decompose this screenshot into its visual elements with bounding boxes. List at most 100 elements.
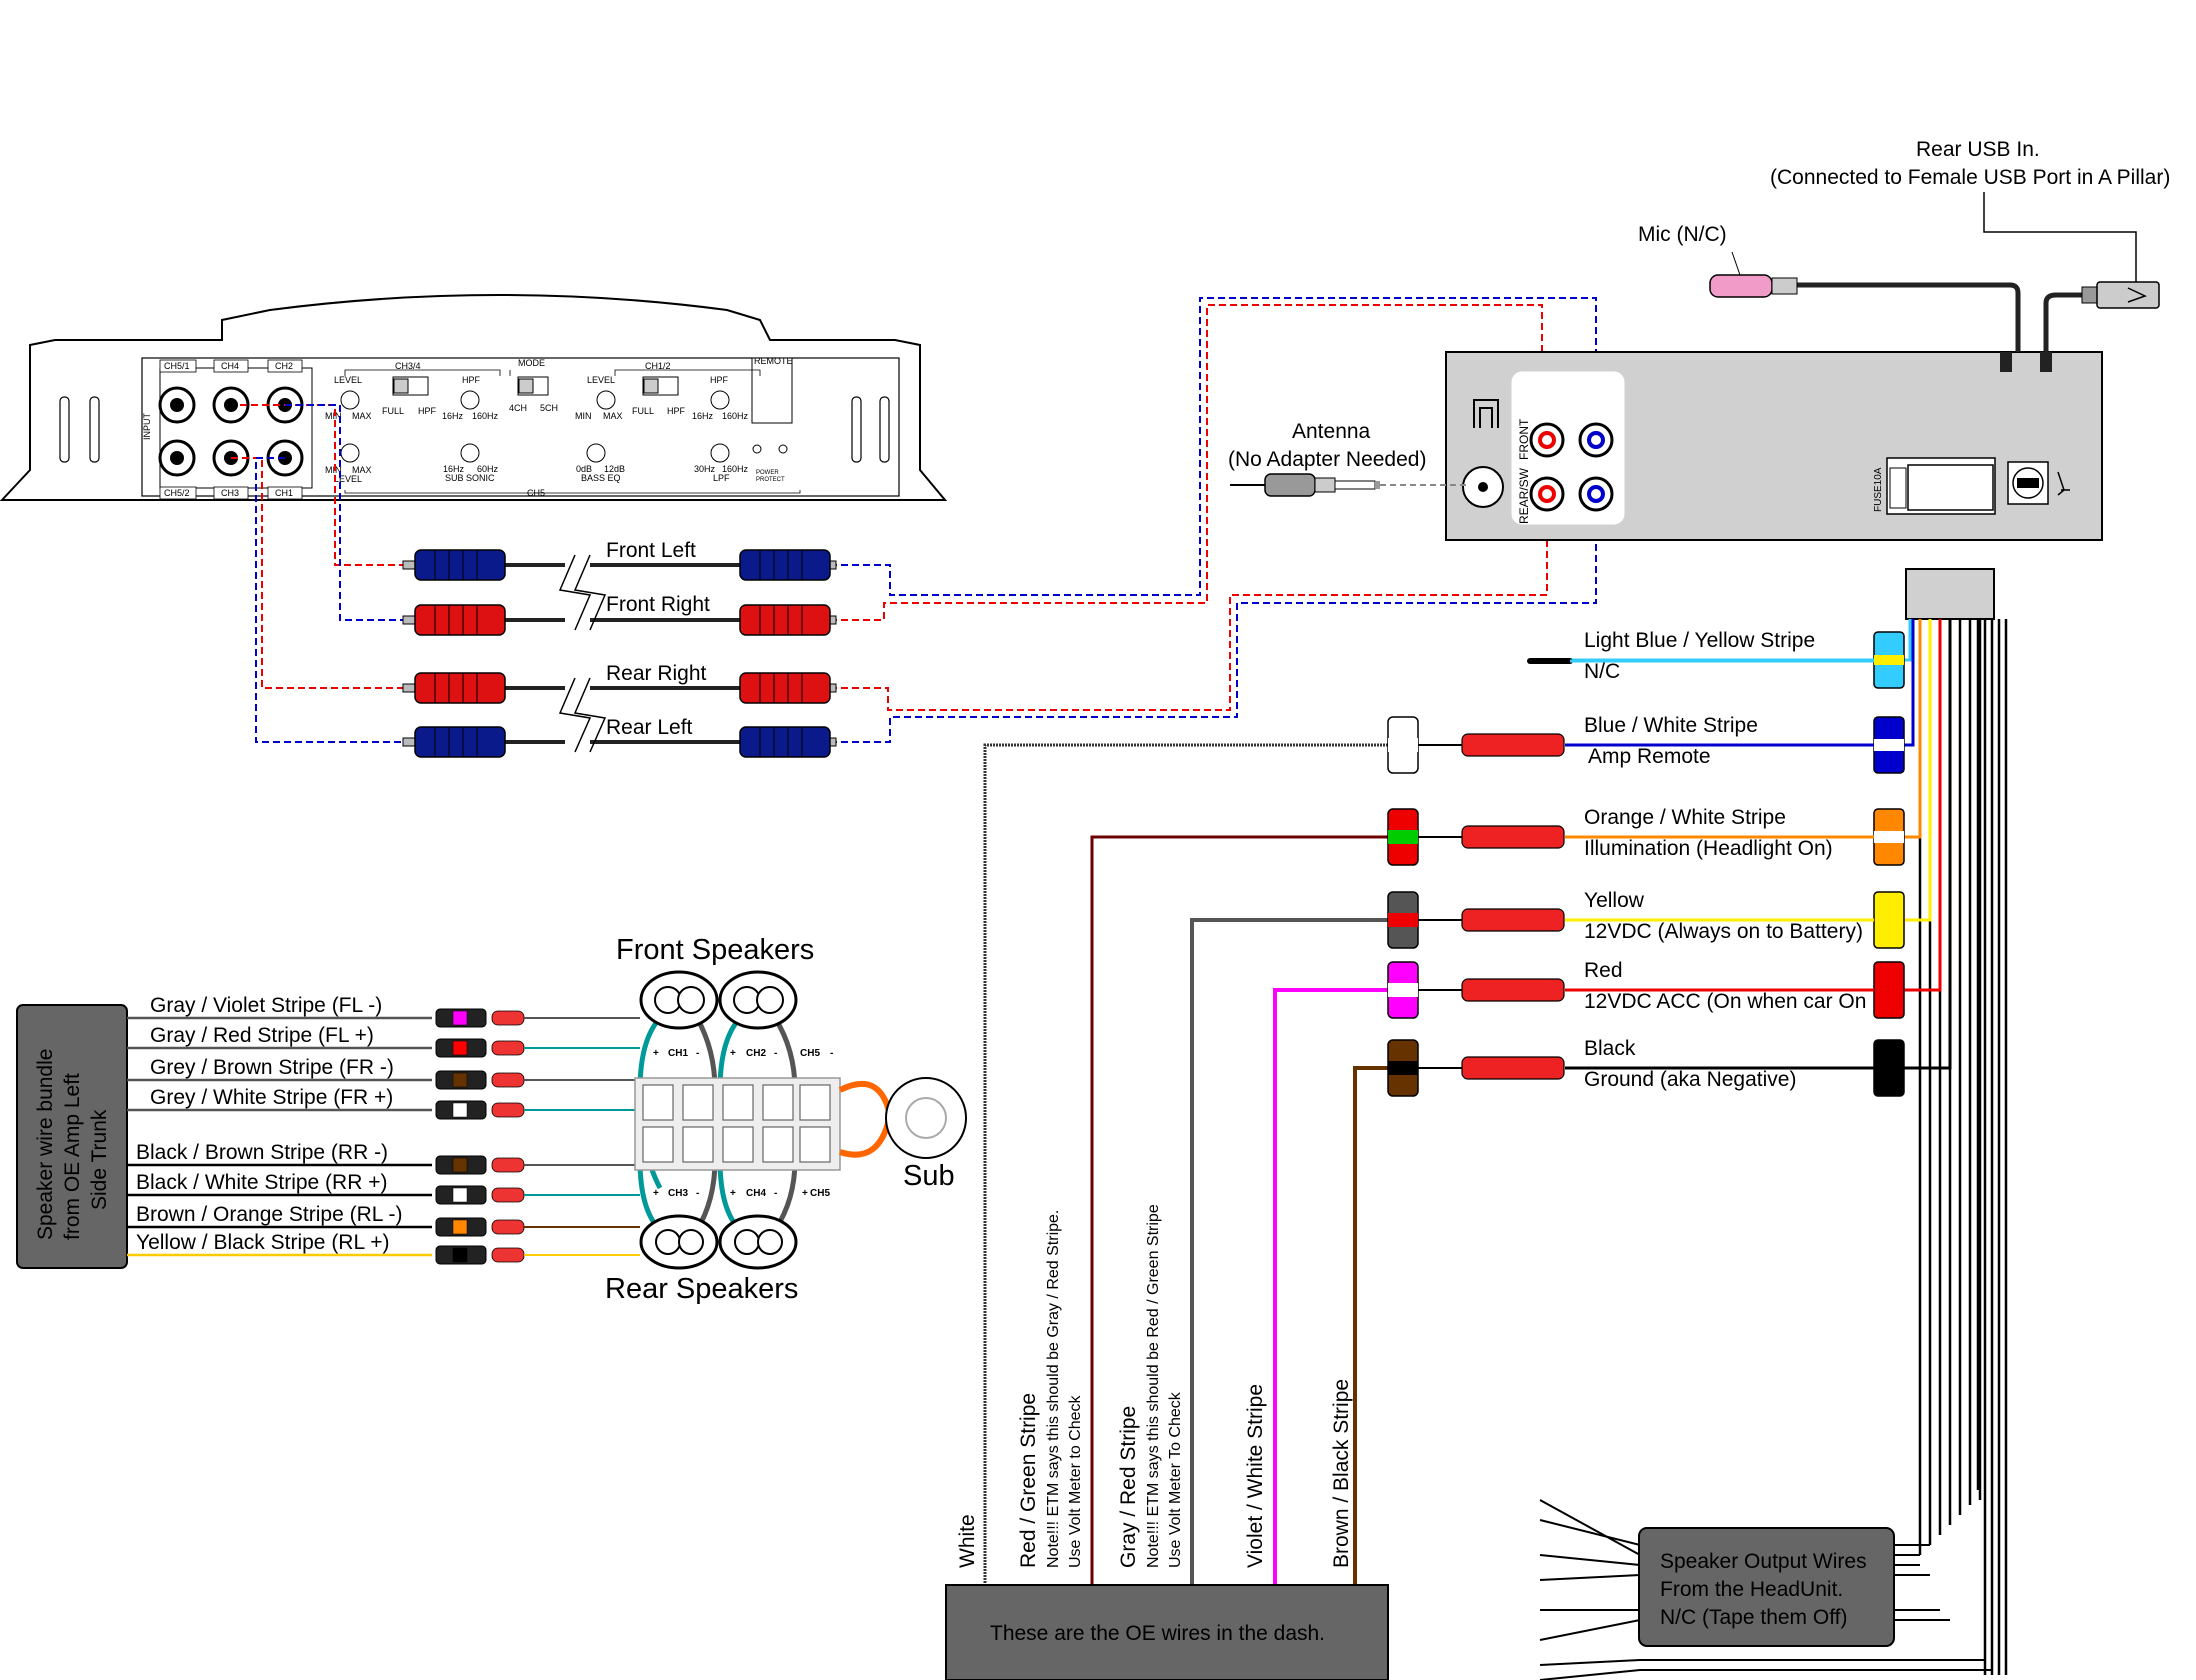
amp-min-bottom: MIN: [325, 465, 342, 475]
amp-full-34: FULL: [382, 406, 404, 416]
harness-wire-name: Blue / White Stripe: [1584, 714, 1758, 737]
bundle-wire-label: Black / White Stripe (RR +): [136, 1171, 387, 1194]
antenna-label: Antenna: [1292, 420, 1371, 443]
rca-cables: Front Left Front Right Rear Right Rear L…: [231, 297, 1597, 758]
hu-fuse-label: FUSE10A: [1873, 467, 1884, 512]
speaker-bundle-line3: Side Trunk: [88, 1109, 111, 1210]
speaker-ch5-top: CH5: [800, 1048, 820, 1059]
speaker-output-box: [1638, 1527, 1895, 1647]
speaker-ch5-bottom: CH5: [810, 1188, 830, 1199]
amp-remote: REMOTE: [754, 356, 793, 366]
bundle-wire-row: Grey / Brown Stripe (FR -): [127, 1056, 635, 1090]
bundle-wire-row: Gray / Red Stripe (FL +): [127, 1024, 640, 1058]
amp-knobs: [340, 390, 730, 463]
antenna-note: (No Adapter Needed): [1228, 448, 1426, 471]
oe-note-gray-red-2: Use Volt Meter To Check: [1167, 1391, 1184, 1568]
amp-label-ch5-1: CH5/1: [164, 361, 190, 371]
amp-hpf-label-12: HPF: [710, 375, 729, 385]
amp-level-bottom: LEVEL: [334, 474, 362, 484]
harness-wire-desc: Amp Remote: [1588, 745, 1711, 768]
speaker-bundle-box: [16, 1004, 128, 1269]
mic-label: Mic (N/C): [1638, 223, 1727, 246]
rca-label-front-left: Front Left: [606, 539, 696, 562]
harness-wire-name: Light Blue / Yellow Stripe: [1584, 629, 1815, 652]
speakers: + CH1 - + CH2 - CH5 - + CH3 - + CH4 - + …: [605, 934, 967, 1305]
ground-bracket-icon: [1473, 399, 1499, 428]
front-speaker-left: [639, 970, 719, 1030]
rear-speaker-left: [639, 1214, 719, 1270]
amp-label-ch3: CH3: [221, 488, 239, 498]
amp-mode: MODE: [518, 358, 545, 368]
harness-wire-desc: 12VDC (Always on to Battery): [1584, 920, 1863, 943]
oe-label-violet-white: Violet / White Stripe: [1244, 1384, 1267, 1568]
usb-cable: [1983, 192, 2160, 352]
amp-level-12: LEVEL: [587, 375, 615, 385]
harness-wire-desc: Illumination (Headlight On): [1584, 837, 1833, 860]
head-unit: FRONT REAR/SW FUSE10A Antenna (No Adapte…: [1228, 138, 2170, 541]
bundle-wire-label: Brown / Orange Stripe (RL -): [136, 1203, 402, 1226]
speaker-bundle-line1: Speaker wire bundle: [34, 1049, 57, 1240]
harness-wire-desc: N/C: [1584, 660, 1620, 683]
bundle-wire-label: Black / Brown Stripe (RR -): [136, 1141, 388, 1164]
harness-wire-name: Black: [1584, 1037, 1636, 1060]
amp-lpf: LPF: [713, 473, 730, 483]
speaker-output-line2: From the HeadUnit.: [1660, 1578, 1843, 1601]
rca-label-rear-left: Rear Left: [606, 716, 693, 739]
speaker-ch5-top-minus: -: [830, 1048, 833, 1059]
speaker-ch3-minus: -: [696, 1188, 699, 1199]
amp-60hz: 60Hz: [477, 464, 499, 474]
amp-12db: 12dB: [604, 464, 625, 474]
amp-label-input: INPUT: [142, 412, 152, 440]
rear-speaker-right: [718, 1214, 798, 1270]
harness-connector: [1905, 568, 1995, 620]
amp-min-top: MIN: [325, 411, 342, 421]
speaker-ch5-bottom-plus: +: [802, 1188, 808, 1199]
speaker-ch1-plus: +: [653, 1048, 659, 1059]
amp-30hz: 30Hz: [694, 464, 716, 474]
amp-sub-sonic: SUB SONIC: [445, 473, 495, 483]
oe-note-red-green-2: Use Volt Meter to Check: [1067, 1394, 1084, 1568]
amp-protect: PROTECT: [756, 477, 785, 483]
rca-label-front-right: Front Right: [606, 593, 710, 616]
harness-wire-name: Orange / White Stripe: [1584, 806, 1786, 829]
sub-label: Sub: [903, 1160, 955, 1192]
rca-plug-front-right-amp: [402, 604, 506, 636]
amp-level-top: LEVEL: [334, 375, 362, 385]
speaker-bundle-line2: from OE Amp Left: [61, 1073, 84, 1240]
amp-ch12: CH1/2: [645, 361, 671, 371]
bundle-wire-label: Grey / Brown Stripe (FR -): [150, 1056, 394, 1079]
amp-power: POWER: [756, 470, 779, 476]
oe-wires-box-label: These are the OE wires in the dash.: [990, 1622, 1325, 1645]
amp-bass-eq: BASS EQ: [581, 473, 621, 483]
butt-connector: [1387, 1039, 1565, 1097]
harness-wire-name: Yellow: [1584, 889, 1645, 912]
usb-note: (Connected to Female USB Port in A Pilla…: [1770, 166, 2170, 189]
amp-max-top: MAX: [352, 411, 372, 421]
butt-connector: [1387, 716, 1565, 774]
butt-connector: [1387, 808, 1565, 866]
amp-max-12: MAX: [603, 411, 623, 421]
amp-max-bottom: MAX: [352, 465, 372, 475]
amp-160hz-lpf: 160Hz: [722, 464, 749, 474]
head-unit-rca-jacks: [1529, 422, 1614, 512]
rca-plug-rear-left-amp: [402, 726, 506, 758]
amp-16hz-34: 16Hz: [442, 411, 464, 421]
oe-label-brown-black: Brown / Black Stripe: [1330, 1379, 1353, 1568]
amp-min-12: MIN: [575, 411, 592, 421]
mic-port-icon: [2057, 471, 2070, 496]
speaker-ch4-plus: +: [730, 1188, 736, 1199]
speaker-ch4-minus: -: [774, 1188, 777, 1199]
hu-front-label: FRONT: [1517, 418, 1531, 460]
bundle-wire-label: Yellow / Black Stripe (RL +): [136, 1231, 389, 1254]
amp-ch34: CH3/4: [395, 361, 421, 371]
oe-note-red-green-1: Note!!! ETM says this should be Gray / R…: [1045, 1210, 1062, 1568]
amplifier-vents: [59, 396, 890, 463]
front-speakers-label: Front Speakers: [616, 934, 814, 966]
speaker-ch4: CH4: [746, 1188, 766, 1199]
harness-wire-desc: Ground (aka Negative): [1584, 1068, 1796, 1091]
bundle-wire-row: Yellow / Black Stripe (RL +): [127, 1231, 640, 1265]
